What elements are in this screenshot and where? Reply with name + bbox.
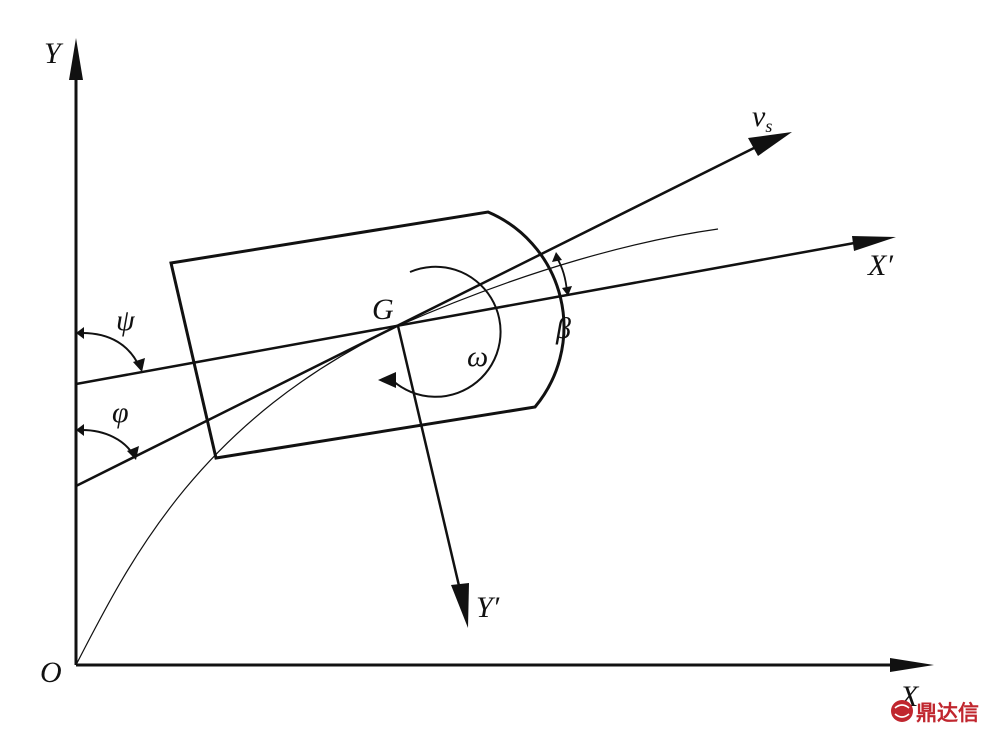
body-x-axis-arrowhead xyxy=(852,236,896,251)
body-y-axis xyxy=(396,325,469,628)
omega-label: ω xyxy=(467,340,488,373)
trajectory-curve xyxy=(75,228,719,666)
velocity-symbol: v xyxy=(752,100,766,133)
omega-arc xyxy=(378,265,502,398)
body-x-axis-label: X′ xyxy=(867,249,893,282)
psi-label: ψ xyxy=(116,304,136,337)
beta-angle-marker xyxy=(552,252,572,296)
watermark-text: 鼎达信 xyxy=(916,701,979,725)
center-of-gravity-label: G xyxy=(372,293,394,326)
velocity-subscript: s xyxy=(765,116,772,136)
y-axis-label: Y xyxy=(44,37,64,70)
velocity-vector xyxy=(75,132,792,488)
y-axis-arrowhead xyxy=(69,38,83,80)
watermark: 鼎达信 xyxy=(891,700,979,725)
body-y-axis-label: Y′ xyxy=(476,591,500,624)
phi-angle-arc xyxy=(76,424,139,460)
watermark-logo-icon xyxy=(891,700,913,722)
body-y-axis-arrowhead xyxy=(451,583,469,628)
x-axis-arrowhead xyxy=(890,658,934,672)
phi-label: φ xyxy=(112,396,129,429)
body-x-axis xyxy=(75,236,896,386)
velocity-arrowhead xyxy=(748,132,792,156)
global-x-axis xyxy=(76,658,934,672)
origin-label: O xyxy=(40,656,62,689)
omega-arrowhead xyxy=(378,372,396,388)
vehicle-body-outline xyxy=(169,210,566,460)
psi-angle-arc xyxy=(76,327,145,372)
global-y-axis xyxy=(69,38,83,665)
velocity-label: vs xyxy=(752,100,772,136)
beta-label: β xyxy=(555,312,571,345)
